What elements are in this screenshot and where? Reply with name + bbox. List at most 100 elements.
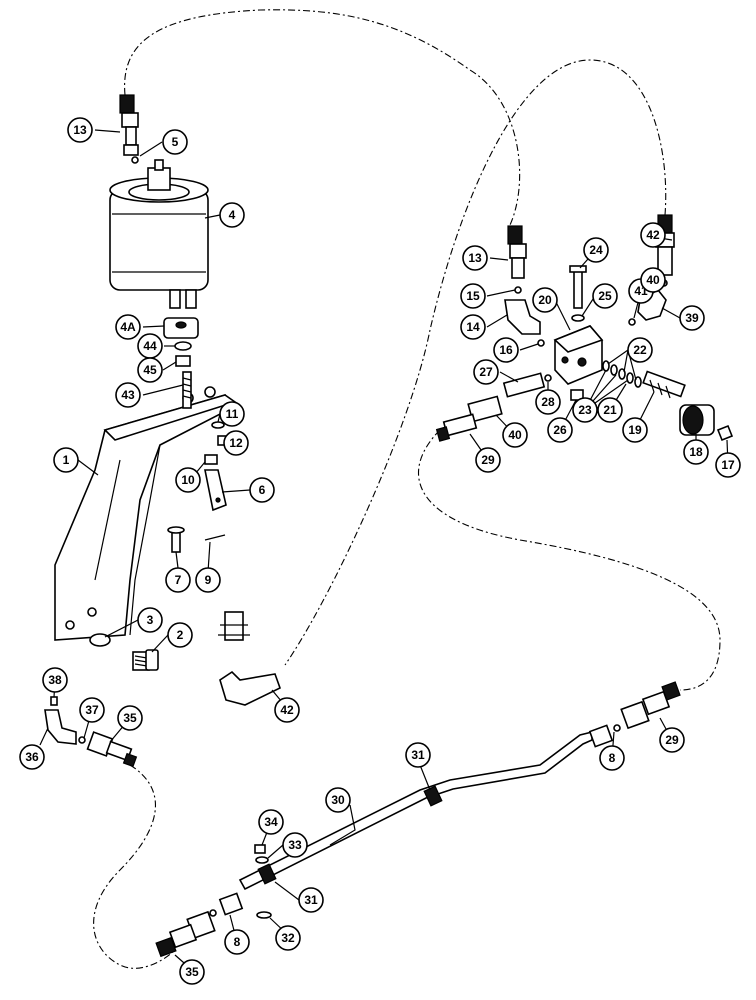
callout-35: 35 xyxy=(179,959,205,985)
callout-circle xyxy=(683,439,709,465)
callout-11: 11 xyxy=(219,401,245,427)
callout-label: 33 xyxy=(288,838,302,852)
callout-label: 45 xyxy=(143,363,157,377)
callout-circle xyxy=(405,742,431,768)
callout-circle xyxy=(223,430,249,456)
callout-circle xyxy=(175,467,201,493)
callout-circle xyxy=(219,401,245,427)
o-ring-16 xyxy=(537,339,545,347)
callout-42: 42 xyxy=(274,697,300,723)
callout-40: 40 xyxy=(640,267,666,293)
callout-label: 37 xyxy=(85,703,99,717)
callout-label: 7 xyxy=(175,573,182,587)
hose-fitting-29-mid xyxy=(435,413,478,442)
callout-37: 37 xyxy=(79,697,105,723)
callout-label: 21 xyxy=(603,403,617,417)
washer-25 xyxy=(571,314,585,322)
callout-label: 40 xyxy=(646,273,660,287)
callout-label: 31 xyxy=(411,748,425,762)
callout-circle xyxy=(167,622,193,648)
washer-44 xyxy=(174,341,192,351)
callout-3: 3 xyxy=(137,607,163,633)
o-ring-15 xyxy=(514,286,522,294)
callout-8: 8 xyxy=(599,745,625,771)
hose-line-right-loop xyxy=(417,429,721,691)
callout-circle xyxy=(282,832,308,858)
hose-line-top-left xyxy=(124,9,521,226)
elbow-fitting-14 xyxy=(504,299,541,335)
callout-label: 10 xyxy=(181,473,195,487)
callout-13: 13 xyxy=(67,117,93,143)
callout-38: 38 xyxy=(42,667,68,693)
bolt-24 xyxy=(569,265,587,309)
callout-19: 19 xyxy=(622,417,648,443)
callout-label: 23 xyxy=(578,403,592,417)
callout-label: 3 xyxy=(147,613,154,627)
callout-circle xyxy=(298,887,324,913)
callout-label: 38 xyxy=(48,673,62,687)
callout-label: 19 xyxy=(628,423,642,437)
nut-26 xyxy=(570,389,584,401)
callout-label: 27 xyxy=(479,365,493,379)
callout-circle xyxy=(219,202,245,228)
callout-13: 13 xyxy=(462,245,488,271)
callout-circle xyxy=(640,267,666,293)
callout-34: 34 xyxy=(258,809,284,835)
callout-circle xyxy=(325,787,351,813)
callout-24: 24 xyxy=(583,237,609,263)
o-ring-41 xyxy=(628,318,636,326)
callout-label: 29 xyxy=(481,453,495,467)
callout-4a: 4A xyxy=(115,314,141,340)
callout-2: 2 xyxy=(167,622,193,648)
callout-circle xyxy=(249,477,275,503)
hose-fitting-13-top xyxy=(119,94,139,156)
o-rings-22-23 xyxy=(602,360,642,388)
callout-15: 15 xyxy=(460,283,486,309)
callout-circle xyxy=(502,422,528,448)
callout-circle xyxy=(532,287,558,313)
callout-circle xyxy=(493,337,519,363)
callout-label: 13 xyxy=(73,123,87,137)
callout-label: 36 xyxy=(25,750,39,764)
callout-circle xyxy=(599,745,625,771)
callout-label: 25 xyxy=(598,289,612,303)
accumulator-cylinder xyxy=(109,159,209,309)
callout-40: 40 xyxy=(502,422,528,448)
callout-9: 9 xyxy=(195,567,221,593)
callout-circle xyxy=(53,447,79,473)
callout-label: 42 xyxy=(280,703,294,717)
callout-circle xyxy=(679,305,705,331)
callout-label: 2 xyxy=(177,628,184,642)
washer-11 xyxy=(211,421,225,429)
callout-label: 30 xyxy=(331,793,345,807)
callout-circle xyxy=(79,697,105,723)
callout-label: 40 xyxy=(508,428,522,442)
callout-4: 4 xyxy=(219,202,245,228)
callout-26: 26 xyxy=(547,417,573,443)
nut-10 xyxy=(204,454,218,465)
callout-circle xyxy=(659,727,685,753)
callout-circle xyxy=(19,744,45,770)
callout-circle xyxy=(622,417,648,443)
hose-line-top-right xyxy=(284,59,667,666)
callout-45: 45 xyxy=(137,357,163,383)
callout-27: 27 xyxy=(473,359,499,385)
callout-circle xyxy=(275,925,301,951)
callout-circle xyxy=(137,607,163,633)
callout-7: 7 xyxy=(165,567,191,593)
callout-circle xyxy=(462,245,488,271)
o-ring-8-left xyxy=(209,909,217,917)
callout-16: 16 xyxy=(493,337,519,363)
callout-label: 35 xyxy=(185,965,199,979)
check-valve-27 xyxy=(502,372,546,398)
callout-label: 4A xyxy=(120,320,136,334)
callout-14: 14 xyxy=(460,314,486,340)
callout-label: 20 xyxy=(538,293,552,307)
callout-42: 42 xyxy=(640,222,666,248)
callout-label: 13 xyxy=(468,251,482,265)
callout-44: 44 xyxy=(137,333,163,359)
callout-label: 32 xyxy=(281,931,295,945)
callout-circle xyxy=(42,667,68,693)
